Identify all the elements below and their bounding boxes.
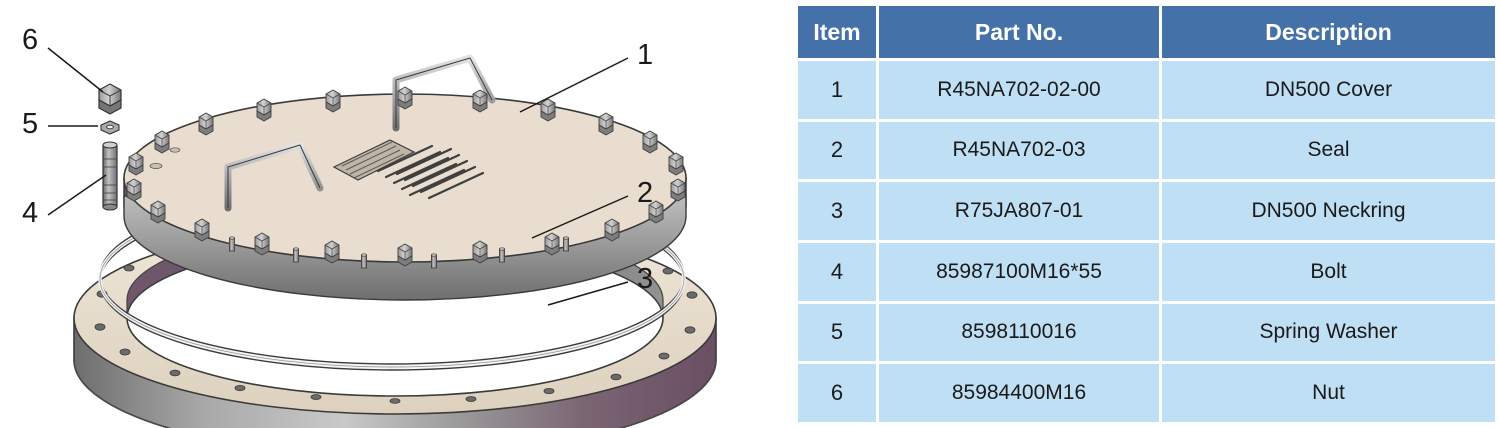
callout-label-6: 6 (22, 24, 39, 56)
assembly-illustration (47, 47, 717, 428)
table-header-row: Item Part No. Description (798, 6, 1495, 58)
callout-leader-lines (47, 47, 629, 306)
cover-nameplate (332, 139, 416, 181)
cover-marking-text (376, 144, 485, 200)
cell-part-no: 85984400M16 (879, 364, 1159, 422)
cell-part-no: R45NA702-03 (879, 121, 1159, 180)
cell-part-no: 8598110016 (879, 303, 1159, 362)
cell-item: 6 (798, 364, 876, 422)
seal-ring (98, 187, 686, 371)
cell-part-no: 85987100M16*55 (879, 242, 1159, 301)
cell-part-no: R45NA702-02-00 (879, 61, 1159, 119)
callout-label-4: 4 (22, 197, 39, 229)
leader-line-2 (531, 195, 629, 239)
dn500-cover (123, 54, 687, 301)
table-row: 5 8598110016 Spring Washer (798, 303, 1495, 362)
table-row: 4 85987100M16*55 Bolt (798, 242, 1495, 301)
table-row: 3 R75JA807-01 DN500 Neckring (798, 182, 1495, 240)
cell-description: Nut (1162, 364, 1495, 422)
exploded-assembly-diagram: 6 5 4 1 2 3 (22, 24, 717, 428)
parts-list-table: Item Part No. Description 1 R45NA702-02-… (795, 3, 1498, 425)
cell-part-no: R75JA807-01 (879, 182, 1159, 240)
nut-part (98, 83, 122, 115)
bolt-part (102, 141, 118, 211)
cell-item: 2 (798, 121, 876, 180)
cell-description: Seal (1162, 121, 1495, 180)
callout-label-2: 2 (637, 177, 654, 209)
cell-description: Bolt (1162, 242, 1495, 301)
callout-label-1: 1 (637, 39, 654, 71)
cell-description: DN500 Neckring (1162, 182, 1495, 240)
table-row: 2 R45NA702-03 Seal (798, 121, 1495, 180)
column-header-part-no: Part No. (879, 6, 1159, 58)
leader-line-6 (47, 47, 104, 93)
table-row: 6 85984400M16 Nut (798, 364, 1495, 422)
column-header-description: Description (1162, 6, 1495, 58)
callout-label-5: 5 (22, 108, 39, 140)
cell-description: Spring Washer (1162, 303, 1495, 362)
cell-description: DN500 Cover (1162, 61, 1495, 119)
cell-item: 5 (798, 303, 876, 362)
column-header-item: Item (798, 6, 876, 58)
cell-item: 1 (798, 61, 876, 119)
callout-label-3: 3 (637, 263, 654, 295)
leader-line-1 (519, 57, 629, 113)
spring-washer-part (100, 120, 120, 135)
leader-line-4 (47, 174, 107, 216)
leader-line-3 (547, 281, 629, 306)
table-row: 1 R45NA702-02-00 DN500 Cover (798, 61, 1495, 119)
cell-item: 3 (798, 182, 876, 240)
cell-item: 4 (798, 242, 876, 301)
